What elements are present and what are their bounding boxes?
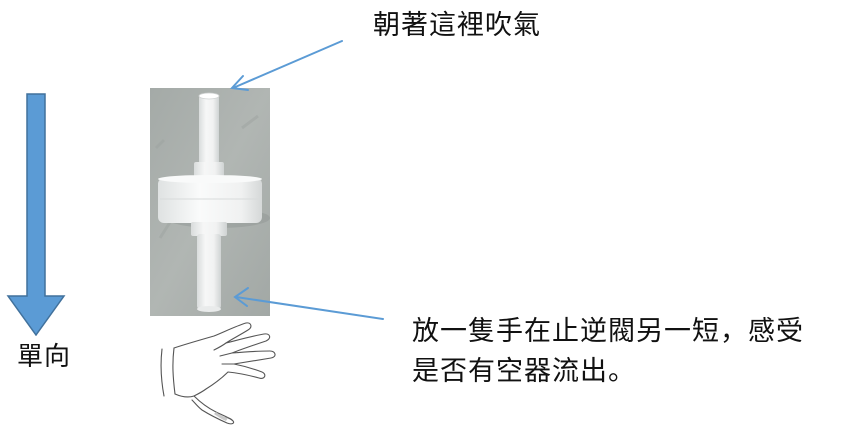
valve-bottom-opening — [197, 306, 221, 312]
valve-bottom-collar — [191, 222, 227, 236]
pointer-arrow-top — [229, 40, 343, 91]
check-valve-photo — [150, 88, 270, 316]
direction-label: 單向 — [17, 342, 72, 372]
valve-disc — [158, 178, 262, 223]
hand-outline — [173, 322, 276, 398]
feel-airflow-note-line-1: 放一隻手在止逆閥另一短，感受 — [412, 316, 804, 347]
hand-finger-line-2 — [219, 352, 233, 357]
valve-bottom-tube — [197, 234, 221, 309]
valve-top-collar — [194, 162, 224, 178]
valve-top-tube — [199, 95, 219, 179]
hand-thumb — [191, 395, 235, 425]
hand-wrist — [160, 348, 165, 397]
hand-thumb-shade — [214, 412, 228, 421]
down-arrow-shape — [6, 93, 66, 336]
feel-airflow-note: 放一隻手在止逆閥另一短，感受 是否有空器流出。 — [412, 312, 804, 392]
feel-airflow-note-line-2: 是否有空器流出。 — [412, 356, 636, 387]
hand-icon — [160, 322, 276, 425]
valve-disc-top — [158, 175, 262, 183]
valve-top-opening — [198, 92, 220, 100]
hand-finger-line-1 — [213, 342, 227, 351]
down-arrow-icon — [6, 93, 66, 336]
blow-here-note: 朝著這裡吹氣 — [373, 10, 541, 41]
hand-wrist-inner — [172, 347, 176, 395]
